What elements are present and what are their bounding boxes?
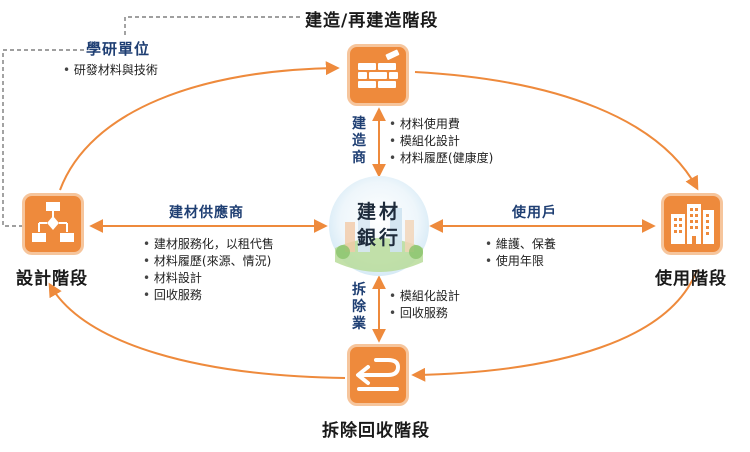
user-list: 維護、保養 使用年限 bbox=[485, 236, 556, 270]
research-dashed-connector bbox=[124, 16, 300, 36]
user-item: 維護、保養 bbox=[485, 236, 556, 253]
supplier-label: 建材供應商 bbox=[169, 205, 244, 221]
research-dashed-connector-left bbox=[2, 49, 84, 227]
demolisher-item: 回收服務 bbox=[389, 305, 460, 322]
material-bank-line2: 銀行 bbox=[356, 227, 401, 249]
use-phase-title: 使用階段 bbox=[655, 269, 727, 289]
demolisher-label: 拆 除 業 bbox=[352, 282, 366, 332]
research-unit-label: 學研單位 bbox=[86, 40, 151, 58]
supplier-item: 材料履歷(來源、情況) bbox=[143, 253, 274, 270]
demolisher-item: 模組化設計 bbox=[389, 288, 460, 305]
cycle-arrow-use-to-demolition bbox=[411, 269, 698, 382]
builder-item: 材料使用費 bbox=[389, 116, 493, 133]
user-label: 使用戶 bbox=[512, 205, 557, 221]
research-item: 研發材料與技術 bbox=[63, 62, 158, 79]
demolition-phase-title: 拆除回收階段 bbox=[322, 421, 430, 441]
cycle-arrow-demolition-to-design bbox=[48, 282, 346, 379]
material-bank-line1: 建材 bbox=[356, 201, 401, 223]
supplier-item: 材料設計 bbox=[143, 270, 274, 287]
brick-wall-icon bbox=[347, 44, 409, 106]
research-unit-list: 研發材料與技術 bbox=[63, 62, 158, 79]
city-globe-icon bbox=[329, 176, 429, 276]
builder-item: 模組化設計 bbox=[389, 133, 493, 150]
supplier-list: 建材服務化，以租代售 材料履歷(來源、情況) 材料設計 回收服務 bbox=[143, 236, 274, 304]
user-item: 使用年限 bbox=[485, 253, 556, 270]
builder-label: 建 造 商 bbox=[352, 116, 366, 166]
cycle-arrow-design-to-construction bbox=[59, 61, 340, 191]
supplier-item: 回收服務 bbox=[143, 287, 274, 304]
demolisher-list: 模組化設計 回收服務 bbox=[389, 288, 460, 322]
return-arrow-icon bbox=[347, 344, 409, 406]
flowchart-icon bbox=[22, 193, 84, 255]
material-bank-label: 建材 銀行 bbox=[346, 199, 412, 251]
buildings-icon bbox=[661, 193, 723, 255]
construction-phase-title: 建造/再建造階段 bbox=[305, 11, 439, 31]
design-phase-title: 設計階段 bbox=[16, 269, 88, 289]
builder-item: 材料履歷(健康度) bbox=[389, 150, 493, 167]
supplier-item: 建材服務化，以租代售 bbox=[143, 236, 274, 253]
cycle-arrow-construction-to-use bbox=[414, 71, 699, 191]
builder-list: 材料使用費 模組化設計 材料履歷(健康度) bbox=[389, 116, 493, 167]
